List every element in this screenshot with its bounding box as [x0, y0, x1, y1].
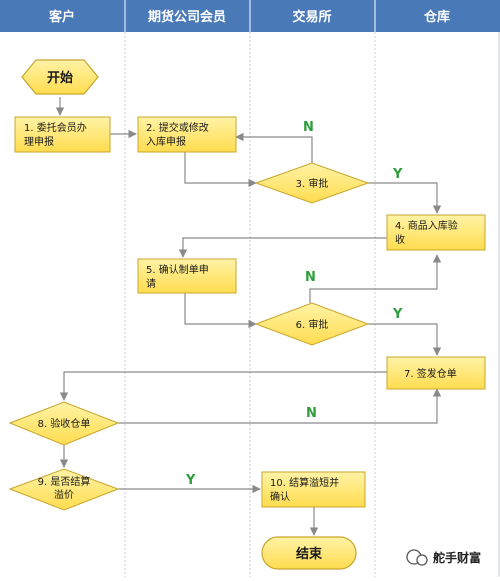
process-node-5: 5. 确认制单申 请: [137, 258, 237, 294]
node-text-line: 8. 验收仓单: [38, 417, 91, 430]
decision-node-9: 9. 是否结算 溢价: [8, 468, 120, 511]
edge-8-to-7-no: [118, 388, 442, 424]
node-text-line: 1. 委托会员办: [24, 121, 87, 134]
decision-node-6: 6. 审批: [254, 302, 370, 346]
node-text-line: 9. 是否结算: [38, 475, 91, 488]
edge-2-to-3: [184, 152, 257, 188]
node-text-line: 10. 结算溢短并: [270, 476, 339, 489]
edge-6-to-7-yes: [368, 323, 442, 356]
edge-5-to-6: [184, 293, 257, 329]
start-node: 开始: [21, 59, 99, 95]
process-node-10: 10. 结算溢短并 确认: [261, 471, 366, 508]
process-node-7: 7. 签发仓单: [386, 356, 486, 390]
edge-3-to-2-no: [235, 132, 313, 163]
node-text-line: 入库申报: [146, 135, 186, 148]
process-node-4: 4. 商品入库验 收: [386, 214, 486, 251]
no-label: N: [306, 406, 317, 421]
process-node-2: 2. 提交或修改 入库申报: [137, 116, 237, 153]
end-label: 结束: [296, 546, 323, 562]
lane-title-warehouse: 仓库: [423, 9, 450, 25]
node-text-line: 5. 确认制单申: [146, 263, 209, 276]
wechat-icon: [406, 549, 428, 566]
yes-label: Y: [185, 473, 196, 488]
edge-7-to-8: [59, 371, 387, 401]
node-text-line: 6. 审批: [296, 318, 329, 331]
watermark: 舵手财富: [406, 549, 481, 566]
lane-title-customer: 客户: [49, 9, 75, 25]
node-text-line: 3. 审批: [296, 177, 329, 190]
no-label: N: [303, 120, 314, 135]
process-node-1: 1. 委托会员办 理申报: [14, 116, 111, 153]
node-text-line: 4. 商品入库验: [395, 219, 458, 232]
start-label: 开始: [47, 70, 73, 86]
lane-title-exchange: 交易所: [292, 9, 331, 25]
node-text-line: 理申报: [24, 135, 54, 148]
node-text-line: 收: [395, 233, 405, 246]
lane-title-member: 期货公司会员: [148, 9, 226, 25]
node-text-line: 7. 签发仓单: [404, 367, 457, 380]
decision-node-8: 8. 验收仓单: [8, 401, 120, 446]
edge-3-to-4-yes: [368, 182, 442, 214]
decision-node-3: 3. 审批: [254, 162, 370, 204]
yes-label: Y: [392, 307, 403, 322]
no-label: N: [305, 270, 316, 285]
node-text-line: 确认: [270, 490, 290, 503]
node-text-line: 请: [146, 277, 156, 290]
node-text-line: 2. 提交或修改: [146, 121, 209, 134]
edge-6-to-4-no: [309, 254, 442, 303]
end-node: 结束: [261, 536, 357, 570]
node-text-line: 溢价: [54, 488, 74, 501]
edge-4-to-5: [178, 237, 387, 258]
watermark-text: 舵手财富: [433, 550, 481, 565]
yes-label: Y: [392, 167, 403, 182]
